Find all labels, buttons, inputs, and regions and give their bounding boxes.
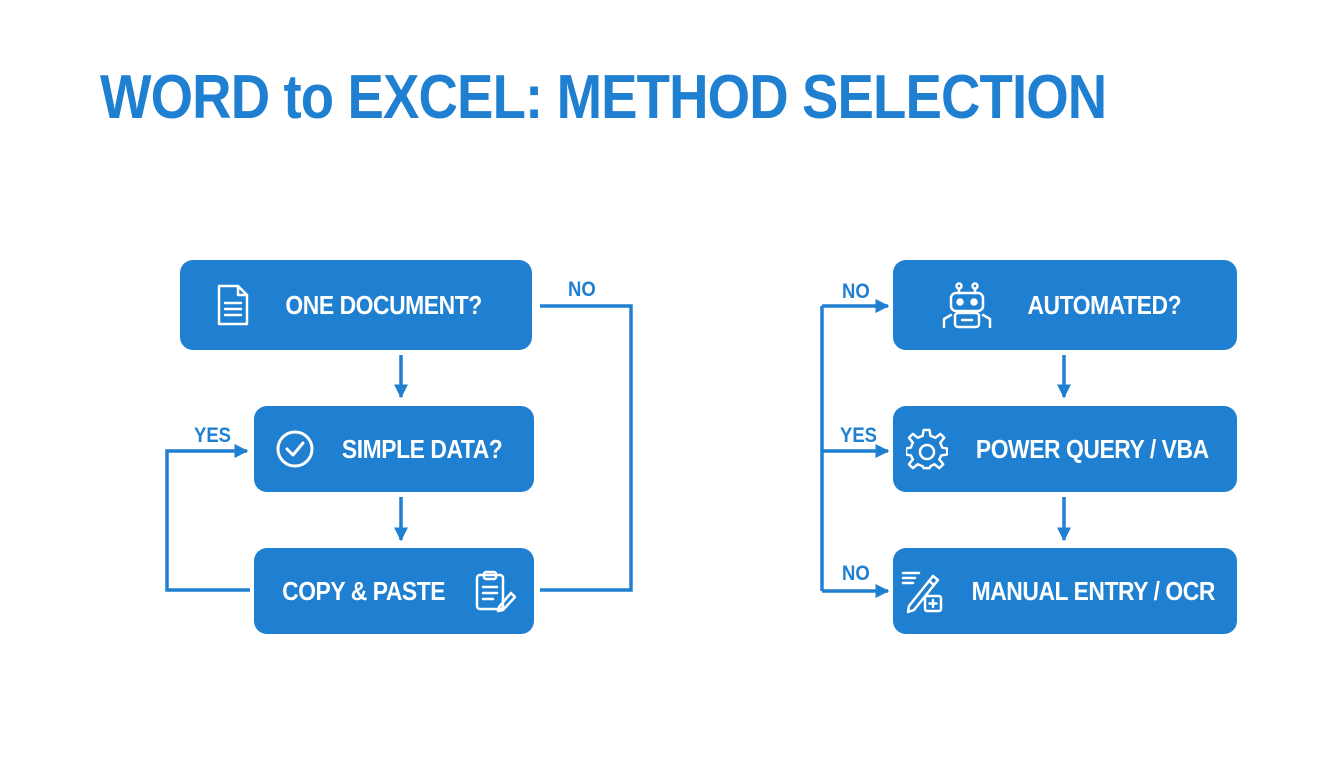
clipboard-edit-icon (473, 569, 517, 613)
manual-edit-icon (899, 568, 945, 614)
gear-icon (905, 428, 948, 470)
node-automated: AUTOMATED? (893, 260, 1237, 350)
node-label: MANUAL ENTRY / OCR (971, 575, 1215, 606)
arrow-no-loop (540, 304, 633, 592)
arrow-yes-loop (165, 444, 250, 592)
edge-label-no: NO (568, 278, 596, 301)
robot-icon (939, 281, 995, 329)
node-manual-entry: MANUAL ENTRY / OCR (893, 548, 1237, 634)
node-label: COPY & PASTE (282, 575, 446, 606)
node-one-document: ONE DOCUMENT? (180, 260, 532, 350)
node-copy-paste: COPY & PASTE (254, 548, 534, 634)
node-simple-data: SIMPLE DATA? (254, 406, 534, 492)
node-label: POWER QUERY / VBA (975, 433, 1209, 464)
node-power-query: POWER QUERY / VBA (893, 406, 1237, 492)
node-label: ONE DOCUMENT? (285, 289, 483, 320)
node-label: AUTOMATED? (1027, 289, 1181, 320)
document-icon (216, 284, 250, 326)
edge-label-no: NO (842, 562, 870, 585)
page-title: WORD to EXCEL: METHOD SELECTION (100, 63, 1107, 132)
check-circle-icon (275, 429, 315, 469)
node-label: SIMPLE DATA? (341, 433, 503, 464)
edge-label-no: NO (842, 280, 870, 303)
edge-label-yes: YES (840, 424, 877, 447)
edge-label-yes: YES (194, 424, 231, 447)
